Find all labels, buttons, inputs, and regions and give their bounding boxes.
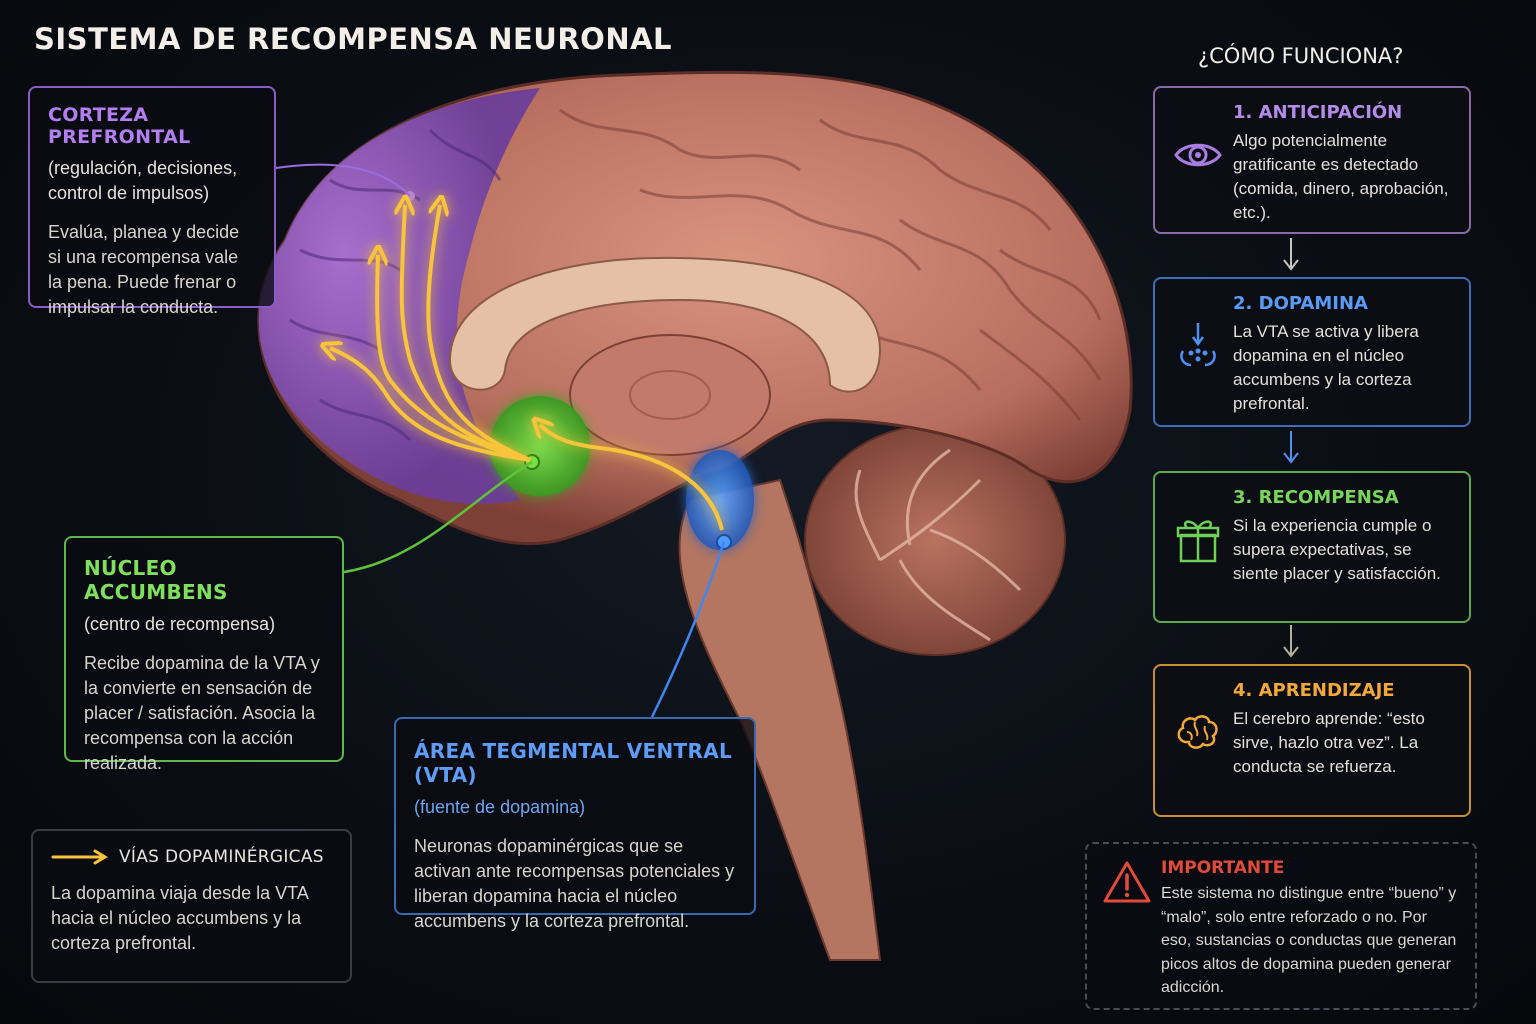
step-reward: 3. RECOMPENSA Si la experiencia cumple o… bbox=[1153, 471, 1471, 623]
leader-line-vta bbox=[650, 541, 726, 718]
step-learning: 4. APRENDIZAJE El cerebro aprende: “esto… bbox=[1153, 664, 1471, 817]
step-3-title: 3. RECOMPENSA bbox=[1233, 487, 1399, 508]
nucleus-accumbens-title: NÚCLEO ACCUMBENS bbox=[84, 556, 228, 604]
arrow-down-icon bbox=[1283, 625, 1299, 658]
dopamine-pathways bbox=[330, 205, 724, 531]
vta-subtitle: (fuente de dopamina) bbox=[414, 797, 586, 817]
arrow-down-icon bbox=[1283, 431, 1299, 464]
warning-text: Este sistema no distingue entre “bueno” … bbox=[1161, 885, 1457, 996]
vta-description: Neuronas dopaminérgicas que se activan a… bbox=[414, 836, 735, 931]
prefrontal-cortex-title: CORTEZA PREFRONTAL bbox=[48, 104, 191, 148]
cerebellum-branches bbox=[854, 448, 1022, 642]
brain-icon bbox=[1177, 715, 1218, 749]
nucleus-accumbens-subtitle: (centro de recompensa) bbox=[84, 614, 276, 634]
pathway-to-pfc-2 bbox=[426, 205, 531, 462]
dopamine-release-icon bbox=[1180, 323, 1216, 367]
leader-line-prefrontal bbox=[275, 163, 411, 197]
warning-icon bbox=[1103, 861, 1151, 903]
nucleus-accumbens-description: Recibe dopamina de la VTA y la convierte… bbox=[84, 653, 320, 773]
pathway-legend-description: La dopamina viaja desde la VTA hacia el … bbox=[51, 883, 308, 953]
leader-line-accumbens bbox=[343, 460, 533, 574]
arrow-down-icon bbox=[1283, 238, 1299, 271]
step-2-title: 2. DOPAMINA bbox=[1233, 293, 1368, 314]
prefrontal-region bbox=[258, 88, 540, 504]
step-1-title: 1. ANTICIPACIÓN bbox=[1233, 102, 1403, 123]
vta-region bbox=[686, 450, 754, 550]
pathway-vta-to-accumbens bbox=[540, 425, 724, 531]
step-1-text: Algo potencialmente gratificante es dete… bbox=[1233, 131, 1449, 222]
thalamus bbox=[569, 334, 771, 456]
nucleus-accumbens-box: NÚCLEO ACCUMBENS (centro de recompensa) … bbox=[64, 536, 344, 773]
pathway-legend-box: VÍAS DOPAMINÉRGICAS La dopamina viaja de… bbox=[31, 829, 352, 983]
how-it-works-title: ¿CÓMO FUNCIONA? bbox=[1198, 44, 1404, 68]
pathway-to-pfc-4 bbox=[330, 348, 531, 462]
warning-title: IMPORTANTE bbox=[1161, 858, 1285, 878]
corpus-callosum bbox=[448, 256, 882, 393]
vta-title: ÁREA TEGMENTAL VENTRAL (VTA) bbox=[414, 739, 733, 787]
pathway-legend-label: VÍAS DOPAMINÉRGICAS bbox=[119, 847, 324, 867]
warning-box: IMPORTANTE Este sistema no distingue ent… bbox=[1085, 842, 1477, 1010]
step-4-title: 4. APRENDIZAJE bbox=[1233, 680, 1395, 701]
vta-box: ÁREA TEGMENTAL VENTRAL (VTA) (fuente de … bbox=[394, 717, 756, 931]
step-2-text: La VTA se activa y libera dopamina en el… bbox=[1233, 322, 1419, 413]
prefrontal-cortex-subtitle: (regulación, decisiones, control de impu… bbox=[48, 158, 238, 203]
pathway-to-pfc-1 bbox=[402, 205, 531, 462]
step-dopamine: 2. DOPAMINA La VTA se activa y libera do… bbox=[1153, 277, 1471, 427]
arrow-right-icon bbox=[51, 849, 108, 865]
prefrontal-cortex-box: CORTEZA PREFRONTAL (regulación, decision… bbox=[28, 86, 276, 317]
step-anticipation: 1. ANTICIPACIÓN Algo potencialmente grat… bbox=[1153, 86, 1471, 234]
brainstem bbox=[678, 478, 882, 961]
pathway-legend-header: VÍAS DOPAMINÉRGICAS bbox=[51, 847, 332, 867]
page-title: SISTEMA DE RECOMPENSA NEURONAL bbox=[34, 22, 673, 56]
pathway-to-pfc-3 bbox=[377, 255, 531, 462]
eye-icon bbox=[1174, 143, 1222, 167]
nucleus-accumbens-region bbox=[490, 396, 590, 496]
prefrontal-cortex-description: Evalúa, planea y decide si una recompens… bbox=[48, 222, 240, 317]
gift-icon bbox=[1176, 520, 1220, 563]
step-4-text: El cerebro aprende: “esto sirve, hazlo o… bbox=[1233, 709, 1425, 776]
step-3-text: Si la experiencia cumple o supera expect… bbox=[1233, 516, 1441, 583]
